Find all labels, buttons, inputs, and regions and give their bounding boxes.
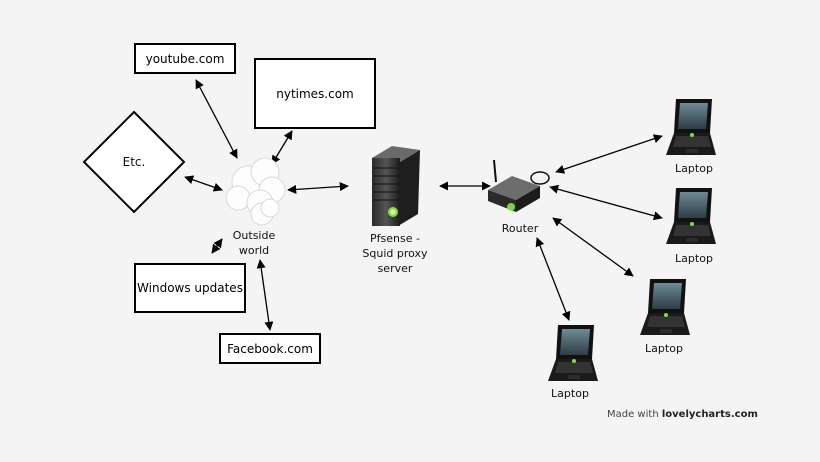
- facebook-box: Facebook.com: [219, 333, 321, 364]
- credit-brand: lovelycharts.com: [661, 409, 758, 420]
- server-icon: [372, 146, 420, 226]
- link-cloud-nytimes: [271, 130, 293, 165]
- laptop-label: Laptop: [645, 342, 683, 355]
- laptop-icon: [548, 325, 598, 381]
- laptop-label: Laptop: [551, 387, 589, 400]
- cloud-icon: [225, 157, 286, 226]
- link-cloud-youtube: [195, 79, 238, 159]
- laptop-icon: [666, 188, 716, 244]
- router-label: Router: [501, 222, 539, 235]
- server-label-line1: Pfsense -: [370, 232, 420, 245]
- credit-prefix: Made with: [607, 409, 659, 420]
- cloud-label-line1: Outside: [232, 229, 276, 242]
- youtube-box: youtube.com: [134, 43, 236, 74]
- credit-text: Made with lovelycharts.com: [607, 409, 758, 420]
- link-router-laptop1: [555, 134, 663, 174]
- link-cloud-server: [287, 182, 349, 194]
- server-label-line3: server: [377, 262, 413, 275]
- cloud-label-line2: world: [238, 244, 270, 257]
- laptop-label: Laptop: [675, 252, 713, 265]
- link-router-laptop4: [535, 237, 571, 321]
- etc-label: Etc.: [122, 155, 146, 169]
- windows-updates-box: Windows updates: [134, 263, 246, 313]
- laptop-icon: [666, 99, 716, 155]
- server-label-line2: Squid proxy: [362, 247, 428, 260]
- nytimes-box: nytimes.com: [254, 58, 376, 129]
- link-cloud-etc: [184, 175, 223, 192]
- laptop-label: Laptop: [675, 162, 713, 175]
- laptop-icon: [640, 279, 690, 335]
- cloud-label: Outside world: [222, 228, 286, 258]
- router-icon: [488, 159, 550, 212]
- etc-diamond: [82, 110, 186, 214]
- link-cloud-windows: [211, 238, 223, 254]
- link-router-laptop2: [549, 184, 663, 221]
- server-label: Pfsense - Squid proxy server: [350, 231, 440, 276]
- link-router-laptop3: [552, 217, 634, 277]
- link-cloud-facebook: [256, 259, 274, 331]
